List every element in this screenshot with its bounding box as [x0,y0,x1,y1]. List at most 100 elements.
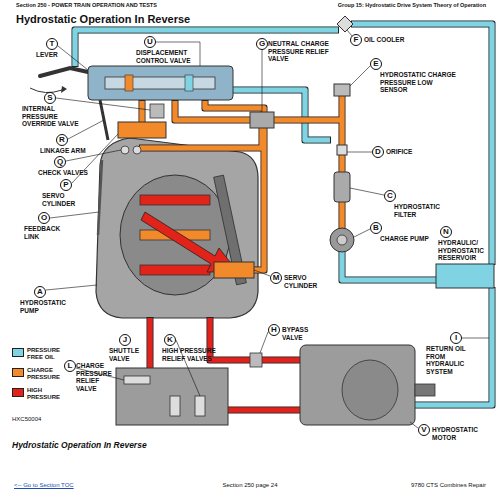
relief-valve [170,396,180,416]
callout-letter: J [120,335,130,345]
callout-label: SERVO CYLINDER [284,274,334,289]
callout-letter: V [419,425,429,435]
callout-circle: OFEEDBACK LINK [38,212,50,224]
pressure-free-lines [75,24,492,408]
callout-label: OIL COOLER [364,36,414,44]
lever-handle [40,68,88,76]
section-header: Section 250 - POWER TRAIN OPERATION AND … [16,2,157,8]
callout-circle: NHYDRAULIC/ HYDROSTATIC RESERVOIR [440,226,452,238]
pressure-free-line [342,252,436,280]
displacement-valve-body [88,66,233,100]
servo-cylinder [118,122,166,138]
pressure-sensor [334,84,350,96]
callout-letter: P [61,180,71,190]
manual-title: 9780 CTS Combines Repair [411,482,486,488]
callout-circle: HBYPASS VALVE [268,324,280,336]
callout-circle: PSERVO CYLINDER [60,179,72,191]
override-valve [150,104,164,118]
motor-barrel [342,360,398,420]
diagram-title: Hydrostatic Operation In Reverse [16,13,190,25]
callout-label: SHUTTLE VALVE [109,347,149,362]
callout-label: HYDROSTATIC PUMP [20,299,75,314]
callout-letter: A [35,287,45,297]
piston [140,265,210,275]
callout-letter: I [451,333,461,343]
group-header: Group 15: Hydrostatic Drive System Theor… [338,2,486,8]
figure-code: HXC50004 [12,416,41,422]
filter-canister [334,172,350,202]
callout-label: LINKAGE ARM [40,147,90,155]
legend-text: PRESSURE FREE OIL [27,347,61,361]
callout-letter: N [441,227,451,237]
callout-letter: K [165,335,175,345]
callout-label: LEVER [36,51,80,59]
callout-label: SERVO CYLINDER [42,192,90,207]
callout-circle: JSHUTTLE VALVE [119,334,131,346]
callout-letter: T [47,39,57,49]
bypass-valve [250,353,262,367]
callout-label: RETURN OIL FROM HYDRAULIC SYSTEM [426,345,476,375]
toc-link-text: <-- Go to Section TOC [14,482,74,488]
callout-circle: DORIFICE [372,146,384,158]
leader-line [58,46,88,70]
callout-circle: VHYDROSTATIC MOTOR [418,424,430,436]
callout-letter: B [371,223,381,233]
callout-circle: IRETURN OIL FROM HYDRAULIC SYSTEM [450,332,462,344]
callout-label: DISPLACEMENT CONTROL VALVE [136,49,198,64]
high-pressure-line [228,408,300,413]
leader-line [56,98,150,110]
leader-line [254,270,270,276]
pump-shaft [337,235,347,245]
output-shaft [415,384,435,396]
pump-housing [96,138,258,318]
callout-circle: KHIGH PRESSURE RELIEF VALVES [164,334,176,346]
leader-line [347,152,372,153]
callout-label: FEEDBACK LINK [24,225,74,240]
callout-letter: S [45,93,55,103]
callout-label: HYDRAULIC/ HYDROSTATIC RESERVOIR [438,239,490,262]
callout-label: CHARGE PUMP [380,235,430,243]
spool-land [185,75,193,91]
callout-letter: C [385,191,395,201]
callout-letter: F [351,35,361,45]
pressure-free-line [75,30,338,66]
callout-letter: H [269,325,279,335]
callout-label: NEUTRAL CHARGE PRESSURE RELIEF VALVE [268,40,330,63]
valve-block [116,368,228,425]
charge-pressure-line [340,90,345,228]
leader-line [50,212,99,218]
leader-line [262,50,263,112]
callout-label: INTERNAL PRESSURE OVERRIDE VALVE [22,105,92,128]
callout-circle: TLEVER [46,38,58,50]
leader-line [462,338,489,339]
callout-circle: AHYDROSTATIC PUMP [34,286,46,298]
callout-label: ORIFICE [386,148,426,156]
callout-label: CHARGE PRESSURE RELIEF VALVE [76,362,114,392]
callout-label: HYDROSTATIC CHARGE PRESSURE LOW SENSOR [380,71,460,94]
callout-letter: G [257,39,267,49]
legend-text: HIGH PRESSURE [27,387,61,401]
callout-letter: Q [55,157,65,167]
callout-letter: O [39,213,49,223]
orifice [337,145,347,155]
leader-line [410,422,418,428]
callout-letter: D [373,147,383,157]
pressure-free-line [415,288,492,405]
charge-pressure-line [140,101,145,124]
callout-label: BYPASS VALVE [282,326,327,341]
callout-label: HYDROSTATIC MOTOR [432,426,482,441]
callout-label: CHECK VALVES [38,169,88,177]
figure-caption: Hydrostatic Operation In Reverse [12,440,147,450]
callout-label: HIGH PRESSURE RELIEF VALVES [162,347,218,362]
callout-circle: MSERVO CYLINDER [270,272,282,284]
reservoir-tank [436,264,494,288]
leader-line [354,229,370,237]
servo-cylinder [214,262,254,278]
callout-circle: BCHARGE PUMP [370,222,382,234]
callout-letter: L [65,361,75,371]
charge-pump-gear [330,228,354,252]
callout-label: HYDROSTATIC FILTER [394,203,464,218]
motor-housing [300,345,415,425]
legend-swatch [12,368,24,377]
